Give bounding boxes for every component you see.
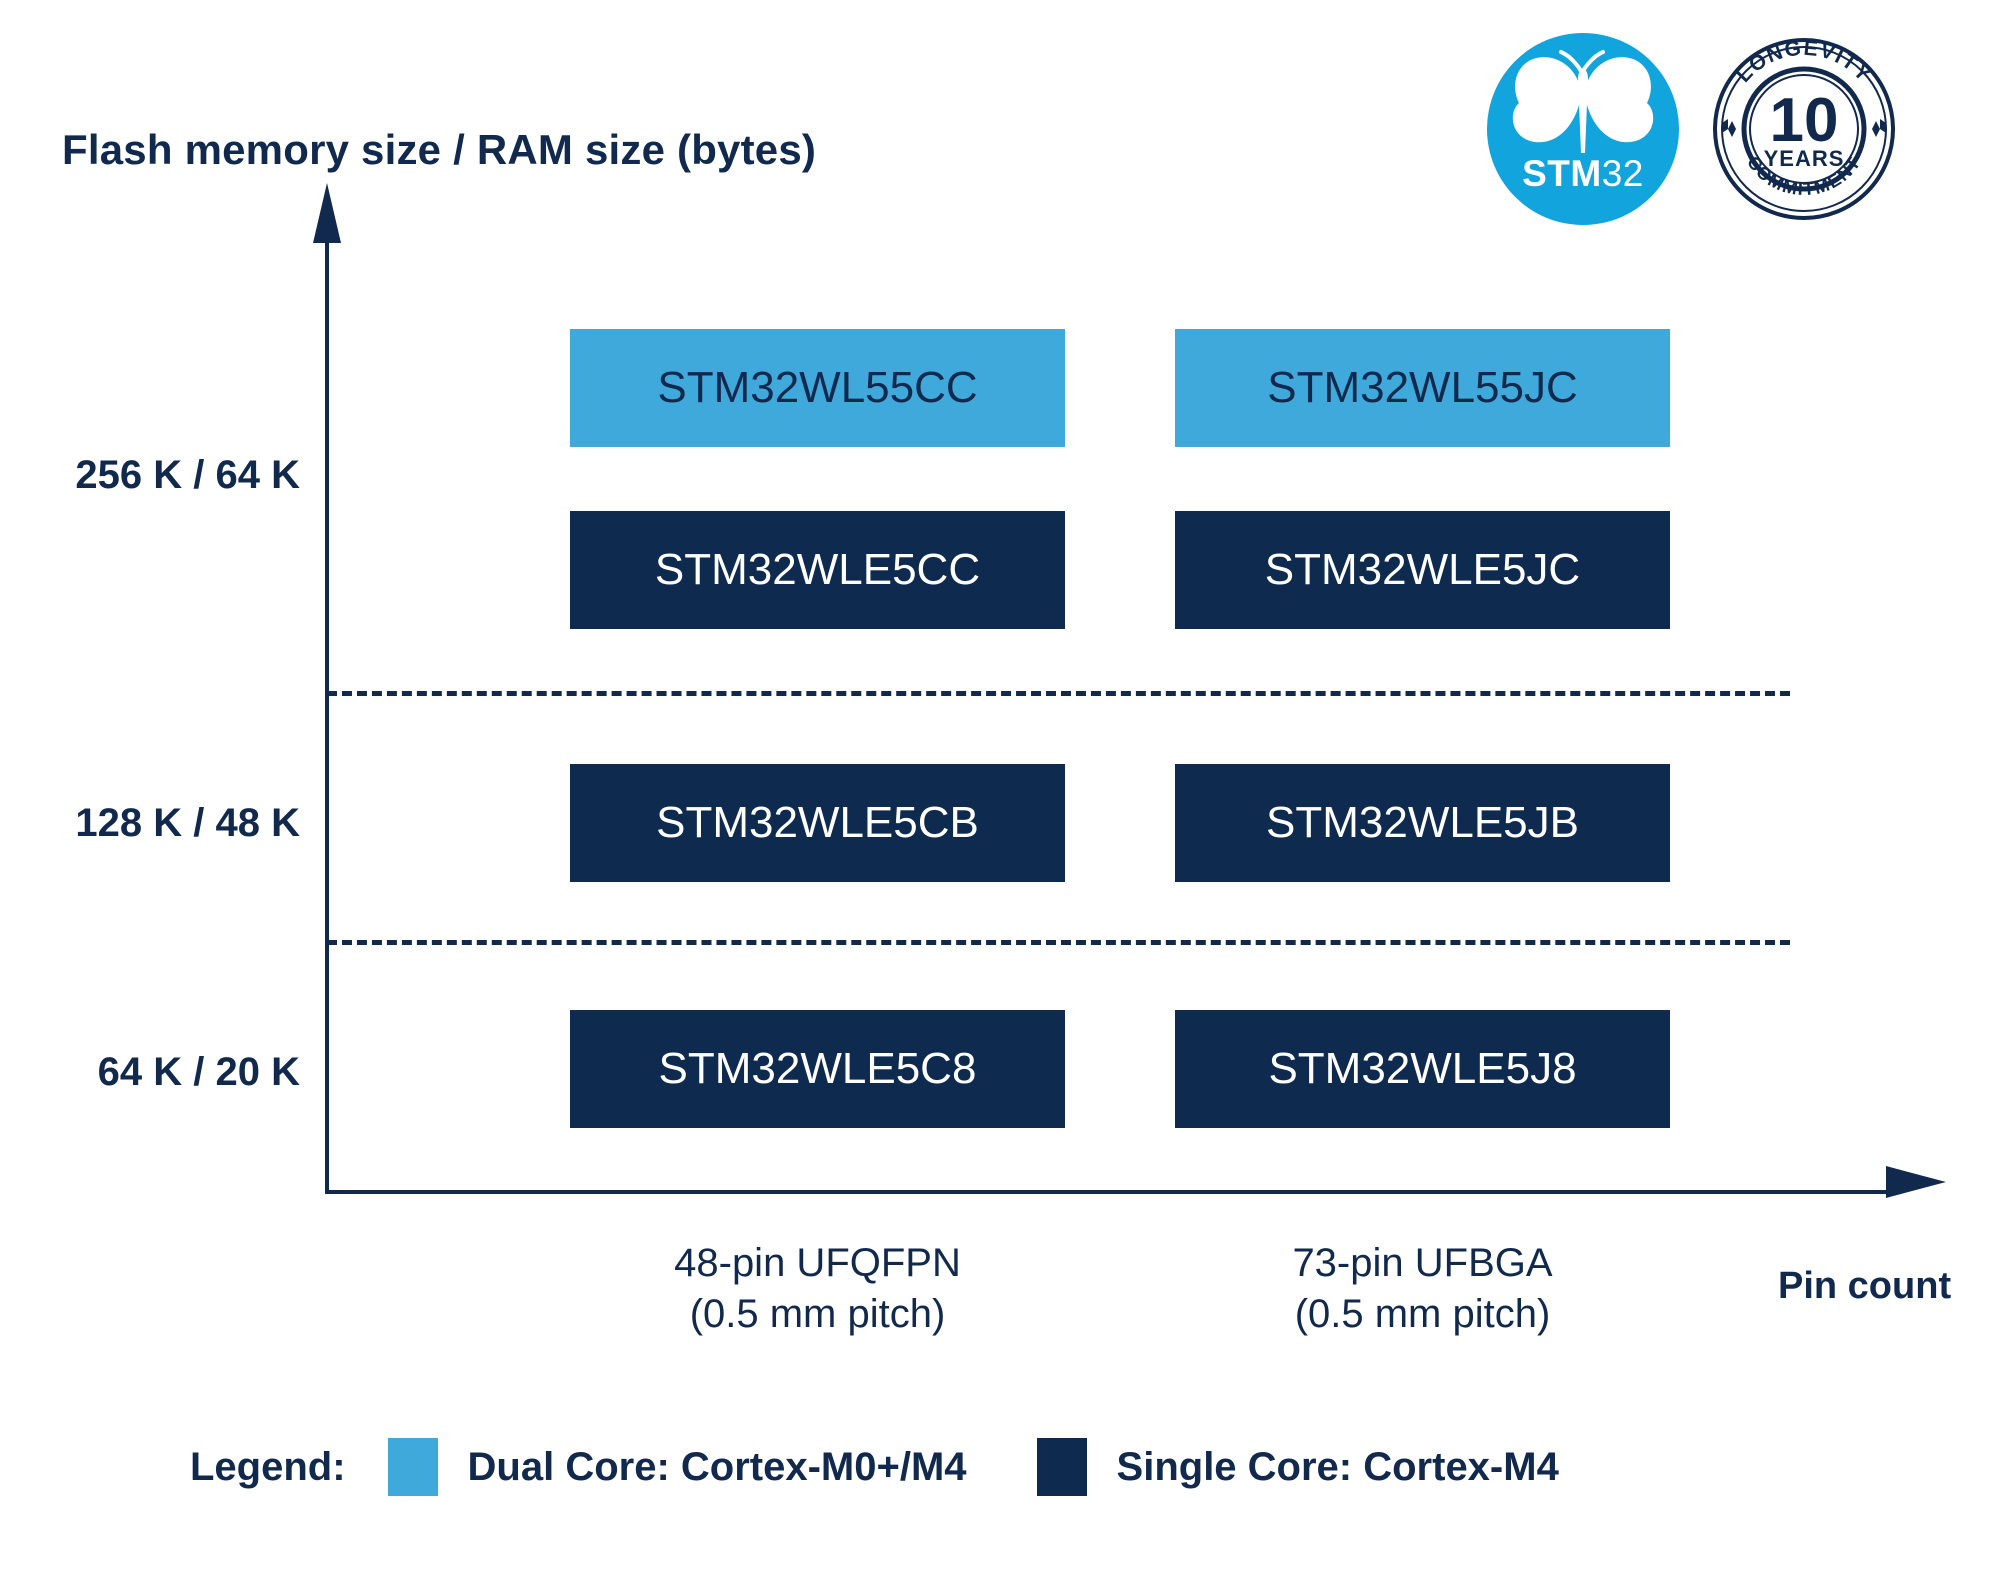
y-axis-arrow-icon [313, 183, 341, 243]
product-box-stm32wle5cc[interactable]: STM32WLE5CC [570, 511, 1065, 629]
stm32-logo: STM32 [1487, 33, 1679, 225]
product-box-stm32wle5jb[interactable]: STM32WLE5JB [1175, 764, 1670, 882]
x-axis-line [327, 1190, 1890, 1194]
legend-swatch-single-core [1036, 1438, 1087, 1496]
legend-label-single-core: Single Core: Cortex-M4 [1116, 1444, 1559, 1489]
longevity-commitment-badge: LONGEVITY COMMITMENT 10 YEARS [1708, 33, 1900, 225]
svg-text:10: 10 [1770, 86, 1839, 155]
y-axis-title: Flash memory size / RAM size (bytes) [62, 126, 817, 173]
legend-title: Legend: [190, 1444, 346, 1489]
product-box-stm32wl55cc[interactable]: STM32WL55CC [570, 329, 1065, 447]
legend: Legend: Dual Core: Cortex-M0+/M4 Single … [190, 1436, 1559, 1498]
x-category-label-48pin: 48-pin UFQFPN (0.5 mm pitch) [570, 1238, 1065, 1340]
product-box-stm32wl55jc[interactable]: STM32WL55JC [1175, 329, 1670, 447]
gridline-separator-lower [327, 940, 1790, 945]
x-category-48pin-line2: (0.5 mm pitch) [689, 1292, 946, 1337]
product-box-stm32wle5c8[interactable]: STM32WLE5C8 [570, 1010, 1065, 1128]
svg-text:YEARS: YEARS [1764, 146, 1845, 171]
y-axis-line [325, 240, 329, 1194]
stm32-word-32: 32 [1601, 153, 1644, 194]
legend-label-dual-core: Dual Core: Cortex-M0+/M4 [467, 1444, 967, 1489]
svg-text:LONGEVITY: LONGEVITY [1732, 37, 1876, 87]
y-tick-label-256k: 256 K / 64 K [75, 453, 300, 497]
y-tick-label-128k: 128 K / 48 K [75, 801, 300, 845]
gridline-separator-upper [327, 691, 1790, 696]
x-category-48pin-line1: 48-pin UFQFPN [674, 1241, 961, 1285]
x-category-73pin-line1: 73-pin UFBGA [1292, 1241, 1553, 1285]
y-tick-label-64k: 64 K / 20 K [97, 1050, 300, 1094]
x-category-label-73pin: 73-pin UFBGA (0.5 mm pitch) [1175, 1238, 1670, 1340]
product-box-stm32wle5cb[interactable]: STM32WLE5CB [570, 764, 1065, 882]
x-axis-title: Pin count [1778, 1265, 1952, 1307]
x-category-73pin-line2: (0.5 mm pitch) [1294, 1292, 1551, 1337]
legend-swatch-dual-core [387, 1438, 438, 1496]
x-axis-arrow-icon [1886, 1166, 1946, 1198]
legend-item-dual-core: Dual Core: Cortex-M0+/M4 [387, 1438, 967, 1496]
legend-item-single-core: Single Core: Cortex-M4 [1036, 1438, 1559, 1496]
butterfly-icon [1512, 50, 1654, 153]
stm32-logo-wordmark: STM32 [1487, 155, 1679, 192]
stm32-word-stm: STM [1522, 153, 1602, 194]
product-box-stm32wle5jc[interactable]: STM32WLE5JC [1175, 511, 1670, 629]
product-box-stm32wle5j8[interactable]: STM32WLE5J8 [1175, 1010, 1670, 1128]
